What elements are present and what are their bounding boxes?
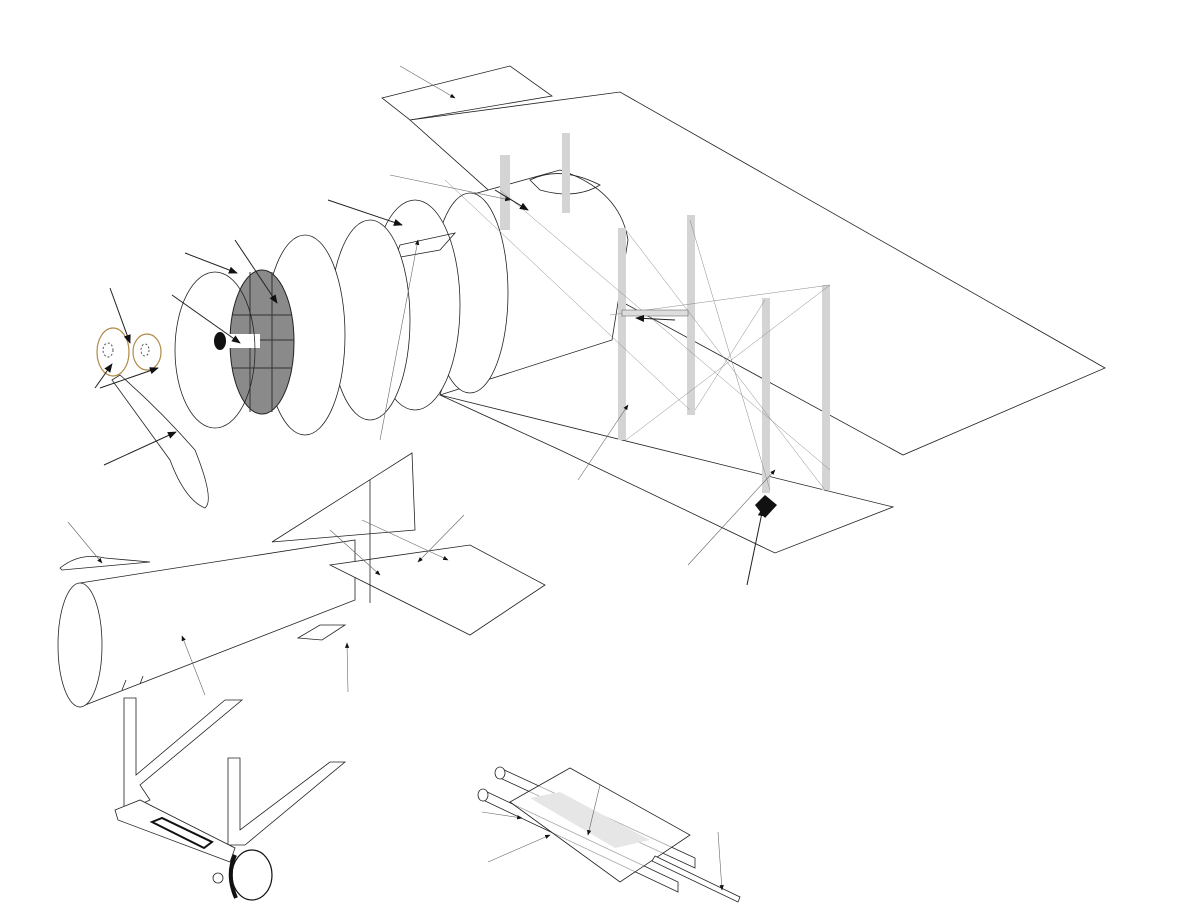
aileron-tab xyxy=(381,65,554,121)
spar-tubes-detail xyxy=(477,766,741,903)
tail-assembly xyxy=(271,452,546,641)
propeller xyxy=(96,327,209,509)
forward-fuselage xyxy=(264,169,629,436)
landing-gear xyxy=(114,697,347,901)
wheel xyxy=(231,849,273,901)
interplane-struts xyxy=(444,133,831,518)
lower-wing xyxy=(439,394,895,554)
tail-skid xyxy=(296,624,347,641)
rear-fuselage xyxy=(57,539,356,708)
engine-firewall xyxy=(214,269,295,415)
stabilizer xyxy=(328,544,546,636)
hub-plate-rear xyxy=(132,333,162,371)
cowling-ring xyxy=(174,271,256,429)
callout-arrows xyxy=(67,65,776,891)
fin xyxy=(271,452,416,543)
